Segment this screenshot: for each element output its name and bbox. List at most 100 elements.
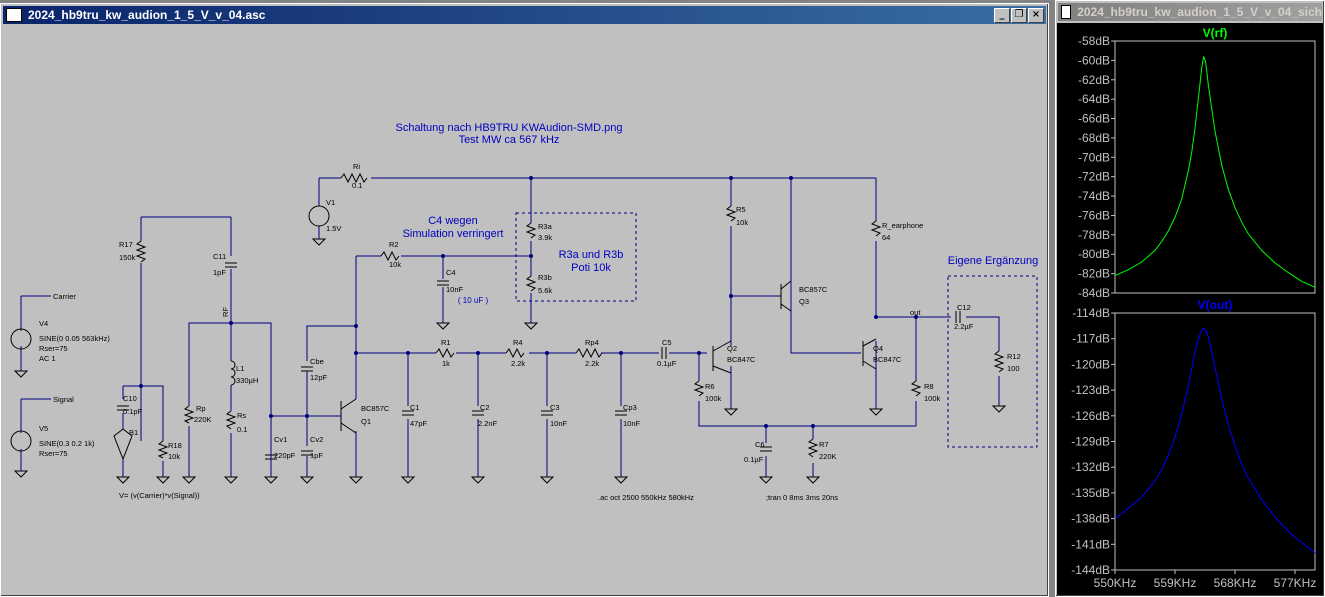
- net-signal: Signal: [53, 395, 74, 404]
- rs-name: Rs: [237, 411, 246, 420]
- y-tick-label: -72dB: [1078, 170, 1110, 184]
- r6-value: 100k: [705, 394, 722, 403]
- waveform-window[interactable]: 2024_hb9tru_kw_audion_1_5_V_v_04_sich V(…: [1055, 0, 1325, 597]
- r8-name: R8: [924, 382, 934, 391]
- y-tick-label: -132dB: [1071, 460, 1110, 474]
- r6-name: R6: [705, 382, 715, 391]
- r12-value: 100: [1007, 364, 1020, 373]
- y-tick-label: -120dB: [1071, 357, 1110, 371]
- c10-value: 0.1pF: [123, 407, 143, 416]
- c10-name: C10: [123, 394, 137, 403]
- y-tick-label: -84dB: [1078, 286, 1110, 300]
- r7-name: R7: [819, 440, 829, 449]
- minimize-button[interactable]: _: [994, 8, 1010, 23]
- l1-name: L1: [236, 364, 244, 373]
- y-tick-label: -82dB: [1078, 267, 1110, 281]
- cv2-value: 1pF: [310, 451, 323, 460]
- r3b-value: 5.6k: [538, 286, 552, 295]
- close-button[interactable]: ×: [1028, 8, 1044, 23]
- q3-name: Q3: [799, 297, 809, 306]
- y-tick-label: -68dB: [1078, 131, 1110, 145]
- q1-value: BC857C: [361, 404, 390, 413]
- ri-value: 0.1: [352, 181, 362, 190]
- r12-name: R12: [1007, 352, 1021, 361]
- ergaenzung-note: Eigene Ergänzung: [948, 255, 1039, 267]
- rp4-value: 2.2k: [585, 359, 599, 368]
- q3-value: BC857C: [799, 285, 828, 294]
- y-tick-label: -117dB: [1072, 332, 1110, 346]
- r18-name: R18: [168, 441, 182, 450]
- q1-name: Q1: [361, 417, 371, 426]
- y-tick-label: -80dB: [1078, 247, 1110, 261]
- restore-button[interactable]: ❐: [1011, 8, 1027, 23]
- rp-name: Rp: [196, 404, 206, 413]
- net-rf: RF: [221, 307, 230, 317]
- v4-value2: Rser=75: [39, 344, 68, 353]
- plot-title-1: V(out): [1198, 298, 1233, 312]
- r17-name: R17: [119, 240, 133, 249]
- y-tick-label: -76dB: [1078, 208, 1110, 222]
- c3-name: C3: [550, 403, 560, 412]
- cp3-value: 10nF: [623, 419, 641, 428]
- plot-title-0: V(rf): [1203, 26, 1228, 40]
- v4-name: V4: [39, 319, 48, 328]
- x-tick-label: 559KHz: [1154, 576, 1197, 590]
- schematic-window[interactable]: 2024_hb9tru_kw_audion_1_5_V_v_04.asc _ ❐…: [0, 3, 1049, 597]
- v1-name: V1: [326, 198, 335, 207]
- schematic-canvas[interactable]: Schaltung nach HB9TRU KWAudion-SMD.png T…: [5, 26, 1044, 592]
- l1-value: 330µH: [236, 376, 258, 385]
- y-tick-label: -144dB: [1071, 563, 1110, 577]
- c4-value: 10nF: [446, 285, 464, 294]
- r7-value: 220K: [819, 452, 837, 461]
- v5-value2: Rser=75: [39, 449, 68, 458]
- r17-value: 150k: [119, 253, 136, 262]
- rs-value: 0.1: [237, 425, 247, 434]
- q2-value: BC847C: [727, 355, 756, 364]
- ac-directive: .ac oct 2500 550kHz 580kHz: [598, 493, 694, 502]
- y-tick-label: -60dB: [1078, 53, 1110, 67]
- y-tick-label: -141dB: [1071, 537, 1110, 551]
- c4-note-line1: C4 wegen: [428, 215, 478, 227]
- c2-value: 2.2nF: [478, 419, 498, 428]
- y-tick-label: -114dB: [1072, 306, 1110, 320]
- waveform-app-icon: [1061, 5, 1072, 19]
- waveform-plot-area[interactable]: V(rf)-58dB-60dB-62dB-64dB-66dB-68dB-70dB…: [1057, 23, 1323, 595]
- r3-note-line2: Poti 10k: [571, 262, 611, 274]
- y-tick-label: -129dB: [1071, 435, 1110, 449]
- c11-value: 1pF: [213, 268, 226, 277]
- y-tick-label: -58dB: [1078, 34, 1110, 48]
- junction-dots: [139, 176, 918, 428]
- y-tick-label: -64dB: [1078, 92, 1110, 106]
- waveform-title: 2024_hb9tru_kw_audion_1_5_V_v_04_sich: [1077, 5, 1322, 19]
- schematic-titlebar[interactable]: 2024_hb9tru_kw_audion_1_5_V_v_04.asc _ ❐…: [3, 6, 1046, 24]
- v4-value1: SINE(0 0.05 563kHz): [39, 334, 110, 343]
- cbe-name: Cbe: [310, 357, 324, 366]
- x-tick-label: 550KHz: [1094, 576, 1137, 590]
- b1-name: B1: [129, 428, 138, 437]
- r3a-name: R3a: [538, 222, 553, 231]
- series-line-1: [1114, 327, 1316, 554]
- y-tick-label: -78dB: [1078, 228, 1110, 242]
- c6-name: C6: [755, 440, 765, 449]
- v5-value1: SINE(0.3 0.2 1k): [39, 439, 95, 448]
- c4-name: C4: [446, 268, 456, 277]
- c5-name: C5: [662, 338, 672, 347]
- v4-value3: AC 1: [39, 354, 56, 363]
- q4-name: Q4: [873, 344, 883, 353]
- cp3-name: Cp3: [623, 403, 637, 412]
- cv1-value: 220pF: [274, 451, 296, 460]
- y-tick-label: -135dB: [1071, 486, 1110, 500]
- waveform-titlebar[interactable]: 2024_hb9tru_kw_audion_1_5_V_v_04_sich: [1058, 3, 1322, 21]
- ri-name: Ri: [353, 162, 360, 171]
- c12-value: 2.2µF: [954, 322, 974, 331]
- c2-name: C2: [480, 403, 490, 412]
- r1-name: R1: [441, 338, 451, 347]
- r8-value: 100k: [924, 394, 941, 403]
- b1-expression: V= (v(Carrier)*v(Signal)): [119, 491, 200, 500]
- x-tick-label: 568KHz: [1214, 576, 1257, 590]
- v5-name: V5: [39, 424, 48, 433]
- rear-value: 64: [882, 233, 890, 242]
- y-tick-label: -66dB: [1078, 112, 1110, 126]
- c6-value: 0.1µF: [744, 455, 764, 464]
- y-tick-label: -123dB: [1071, 383, 1110, 397]
